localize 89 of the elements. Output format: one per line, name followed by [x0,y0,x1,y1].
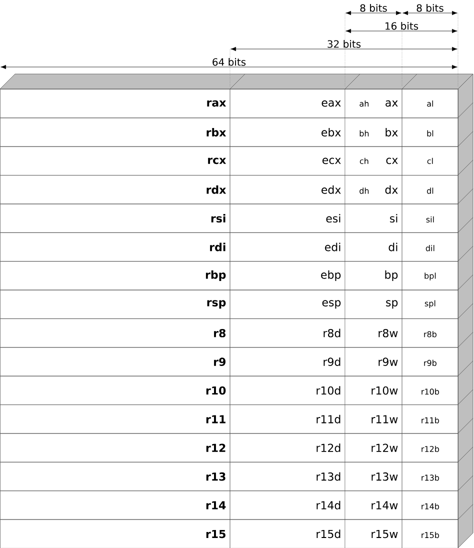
register-name: r13b [422,474,440,481]
register-name: r15b [422,532,440,538]
register-name: r9d [324,357,340,366]
register-name: rdi [210,242,226,252]
register-row [0,175,458,204]
register-row [0,146,458,176]
register-name: r10 [206,386,226,395]
register-name: r10d [316,386,340,395]
register-name: si [390,214,398,223]
register-name: bpl [424,272,436,280]
register-name: r10b [422,388,440,395]
register-row [0,404,458,434]
register-name: bl [427,130,434,136]
register-name: edx [322,185,341,194]
dimension-label: 8 bits [416,4,444,12]
register-name: spl [424,300,436,308]
register-name: ax [386,100,398,107]
register-row [0,261,458,290]
register-row [0,433,458,462]
register-name: r12w [372,444,398,452]
register-name: sil [426,216,434,222]
register-name: eax [322,100,341,107]
register-name: r8d [324,328,340,338]
register-name: r12d [316,444,340,452]
register-name: r9 [214,358,226,366]
register-name: r13w [372,472,398,481]
register-name: r9w [378,358,398,366]
register-row [0,204,458,233]
register-row [0,290,458,319]
register-name: r13d [316,472,340,481]
register-name: rbx [206,128,226,136]
register-name: dh [360,188,369,194]
register-name: dx [385,185,398,194]
register-name: dil [426,245,434,252]
register-name: r11w [372,415,398,424]
register-name: ebx [322,128,341,136]
register-row [0,376,458,405]
register-name: r11b [422,417,440,424]
register-row [0,490,458,520]
register-name: di [388,242,398,252]
register-row [0,89,458,118]
register-name: ecx [322,158,341,164]
register-name: r14d [316,500,340,510]
register-name: r15w [372,530,398,538]
register-name: r9b [424,360,436,366]
register-name: r10w [372,386,398,395]
register-name: bx [386,128,398,136]
register-name: r11d [316,414,340,424]
register-name: edi [325,242,340,252]
register-row [0,462,458,492]
dimension-label: 32 bits [328,40,361,48]
dimension-label: 16 bits [386,22,418,30]
register-name: rbp [206,270,226,281]
register-row [0,118,458,147]
register-name: r14b [422,503,440,510]
register-name: r13 [206,472,226,481]
register-name: rcx [208,158,226,164]
register-name: r11 [206,415,226,424]
register-name: r15 [206,530,226,538]
register-row [0,519,458,548]
register-name: r8b [424,331,436,338]
register-name: r14 [206,501,226,510]
register-name: r12b [422,446,440,452]
register-name: esp [322,300,341,309]
register-name: sp [386,300,398,309]
register-name: r8 [214,329,226,338]
register-name: dl [427,188,434,194]
register-name: rsi [211,214,226,223]
register-name: al [427,100,434,107]
register-name: ch [360,158,368,164]
register-row [0,347,458,376]
register-name: cx [386,158,398,164]
register-row [0,232,458,262]
register-name: rdx [206,185,226,194]
register-name: r8w [378,329,398,338]
register-name: bh [360,130,369,136]
register-row [0,318,458,348]
register-name: cl [427,158,433,164]
register-name: rsp [207,300,226,309]
register-name: r15d [316,530,340,538]
register-name: r14w [372,501,398,510]
register-name: bp [385,270,398,281]
register-name: rax [207,100,226,107]
dimension-label: 8 bits [360,4,387,12]
register-name: ebp [321,270,341,281]
register-name: esi [326,214,340,223]
register-name: r12 [206,444,226,452]
dimension-label: 64 bits [212,58,246,66]
register-name: ah [360,100,368,107]
